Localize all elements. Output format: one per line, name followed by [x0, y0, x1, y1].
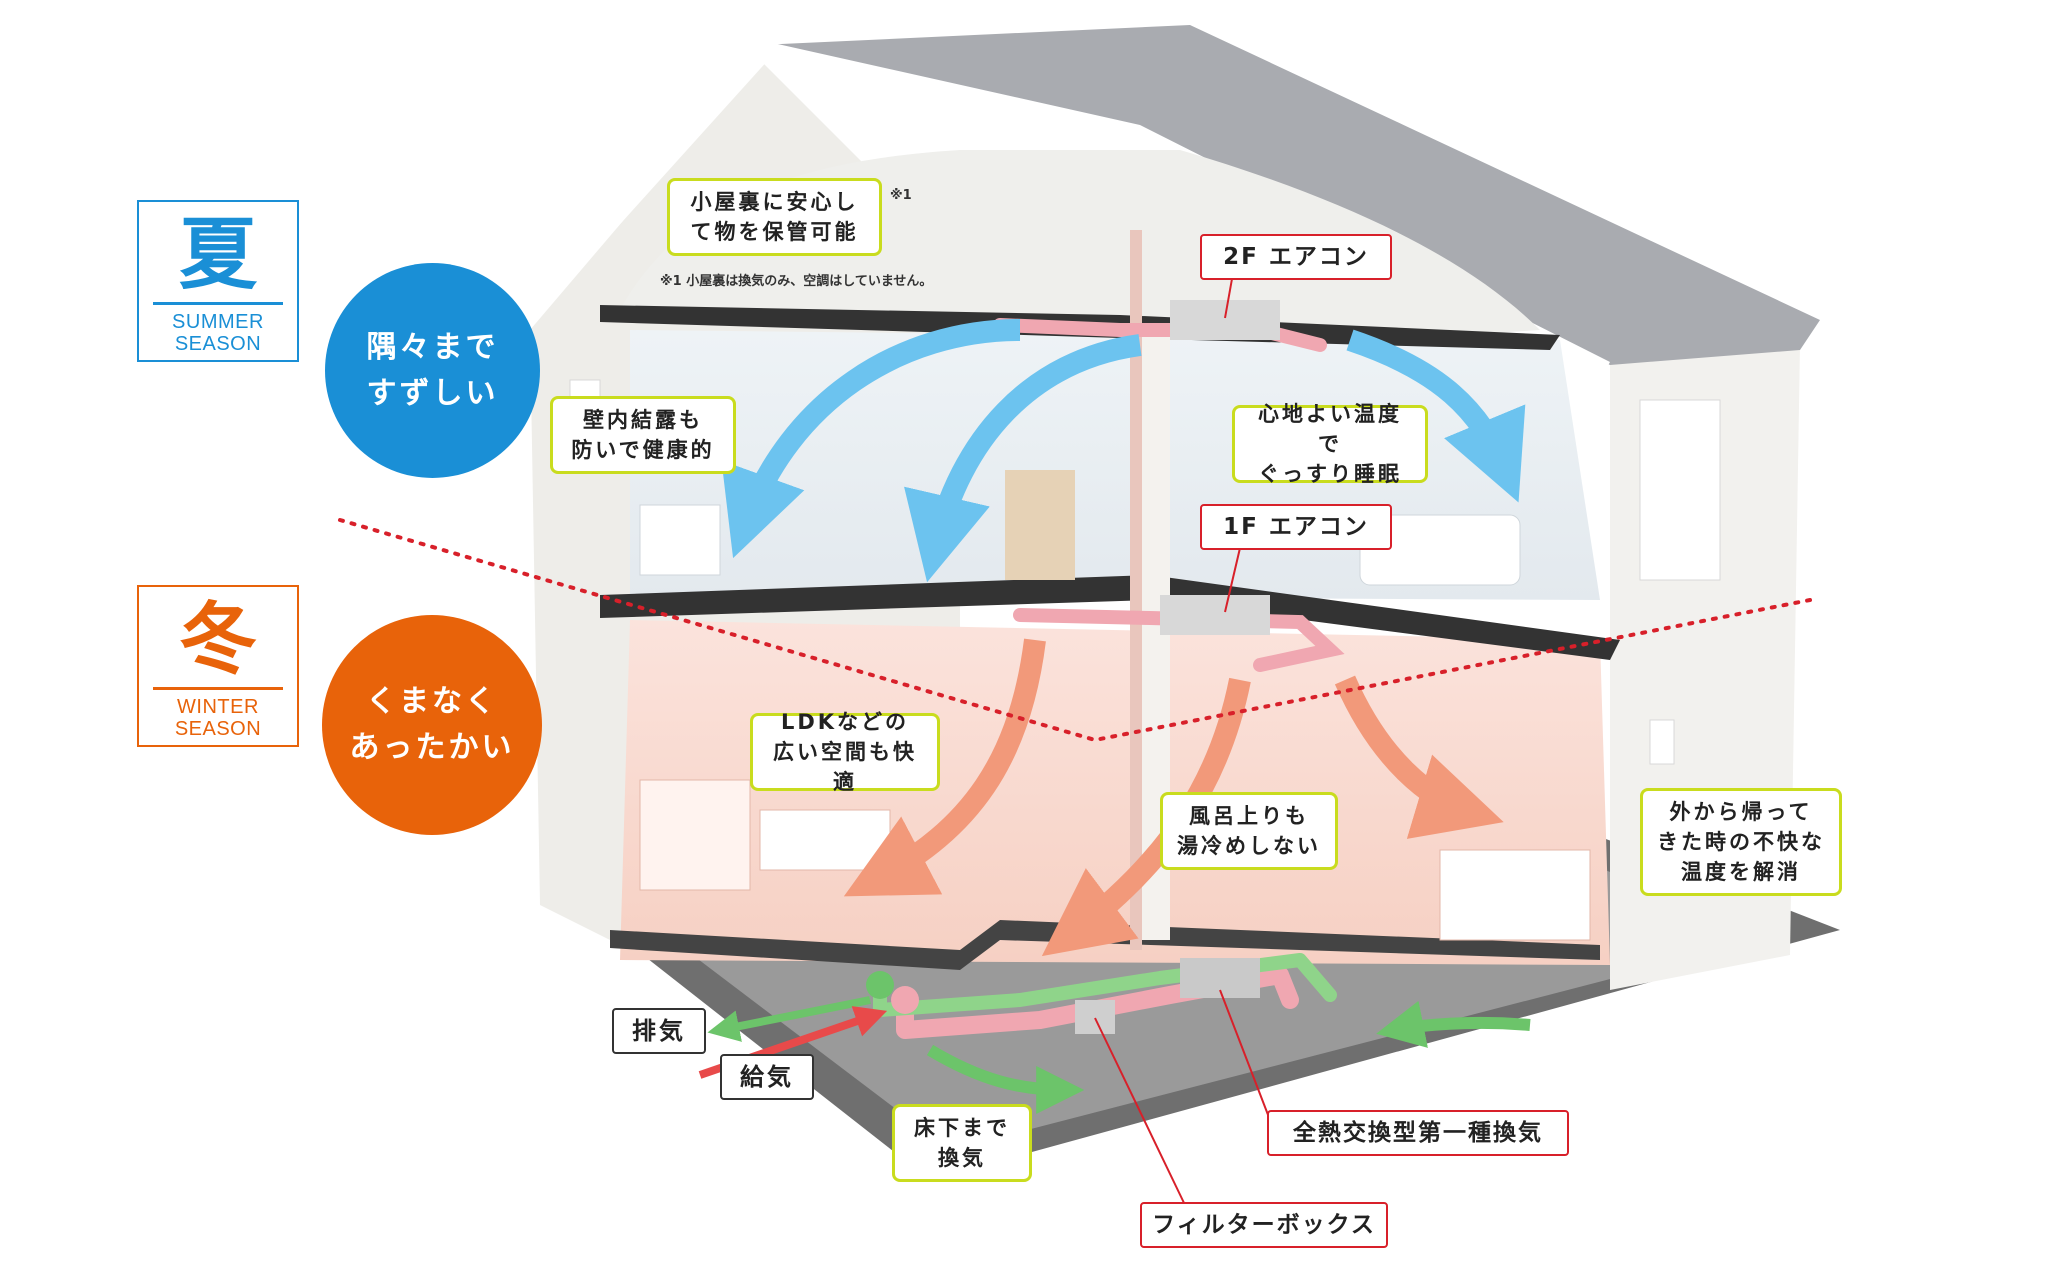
tag-ac-1f: 1F エアコン — [1200, 504, 1392, 550]
tag-filter-box: フィルターボックス — [1140, 1202, 1388, 1248]
winter-bubble: くまなく あったかい — [322, 615, 542, 835]
exhaust-arrow — [707, 996, 871, 1042]
attic-note-mark: ※1 — [890, 188, 912, 203]
ac-unit-1f — [1160, 595, 1270, 635]
summer-season-label: SUMMER SEASON — [172, 311, 264, 355]
summer-kanji: 夏 — [178, 210, 257, 300]
duct-shaft — [1130, 230, 1142, 950]
warm-air-arrow-3 — [1334, 675, 1504, 839]
callout-attic-storage: 小屋裏に安心し て物を保管可能 — [667, 178, 882, 256]
warm-air-arrow-1 — [843, 638, 1046, 897]
summer-bubble: 隅々まで すずしい — [325, 263, 540, 478]
summer-rule — [153, 302, 283, 305]
dining-table — [759, 809, 891, 871]
summer-season-box: 夏 SUMMER SEASON — [137, 200, 299, 362]
callout-sleep: 心地よい温度で ぐっすり睡眠 — [1232, 402, 1428, 486]
callout-bath: 風呂上りも 湯冷めしない — [1160, 792, 1338, 870]
tag-ac-2f: 2F エアコン — [1200, 234, 1392, 280]
season-divider-line — [338, 518, 1812, 743]
stairs — [1005, 470, 1075, 580]
desk — [639, 504, 721, 576]
tag-ventilation: 全熱交換型第一種換気 — [1267, 1110, 1569, 1156]
underfloor-arrow-1 — [926, 1044, 1085, 1114]
underfloor-arrow-2 — [1376, 1000, 1531, 1048]
filter-box — [1075, 1000, 1115, 1034]
callout-return-home: 外から帰って きた時の不快な 温度を解消 — [1640, 788, 1842, 896]
duct-1f-ceiling — [1013, 608, 1345, 672]
winter-rule — [153, 687, 283, 690]
callout-underfloor: 床下まで 換気 — [892, 1104, 1032, 1182]
winter-kanji: 冬 — [178, 595, 257, 685]
kitchen-counter — [639, 779, 751, 891]
winter-season-box: 冬 WINTER SEASON — [137, 585, 299, 747]
first-floor-slab — [610, 920, 1600, 970]
attic-footnote: ※1 小屋裏は換気のみ、空調はしていません。 — [660, 274, 933, 289]
cool-air-arrow-3 — [1346, 329, 1526, 503]
tag-exhaust: 排気 — [612, 1008, 706, 1054]
exhaust-port — [866, 971, 894, 999]
bathtub — [1439, 849, 1591, 941]
callout-condensation: 壁内結露も 防いで健康的 — [550, 396, 736, 474]
roof-edge — [740, 40, 1610, 380]
ac-unit-2f — [1170, 300, 1280, 340]
cool-air-arrow-1 — [721, 319, 1021, 559]
left-gable-edge — [500, 40, 770, 335]
leader-ac-1f — [1224, 547, 1241, 613]
second-floor-slab — [600, 575, 1620, 660]
callout-ldk: LDKなどの 広い空間も快適 — [750, 710, 940, 794]
leader-filter-box — [1094, 1017, 1186, 1206]
tag-supply: 給気 — [720, 1054, 814, 1100]
supply-port — [891, 986, 919, 1014]
bed — [1359, 514, 1521, 586]
exhaust-duct-underfloor — [873, 953, 1337, 1017]
right-window — [1639, 399, 1721, 581]
leader-ventilation — [1219, 989, 1271, 1121]
cool-air-arrow-2 — [904, 334, 1142, 583]
right-vent — [1649, 719, 1675, 765]
winter-season-label: WINTER SEASON — [174, 696, 262, 740]
